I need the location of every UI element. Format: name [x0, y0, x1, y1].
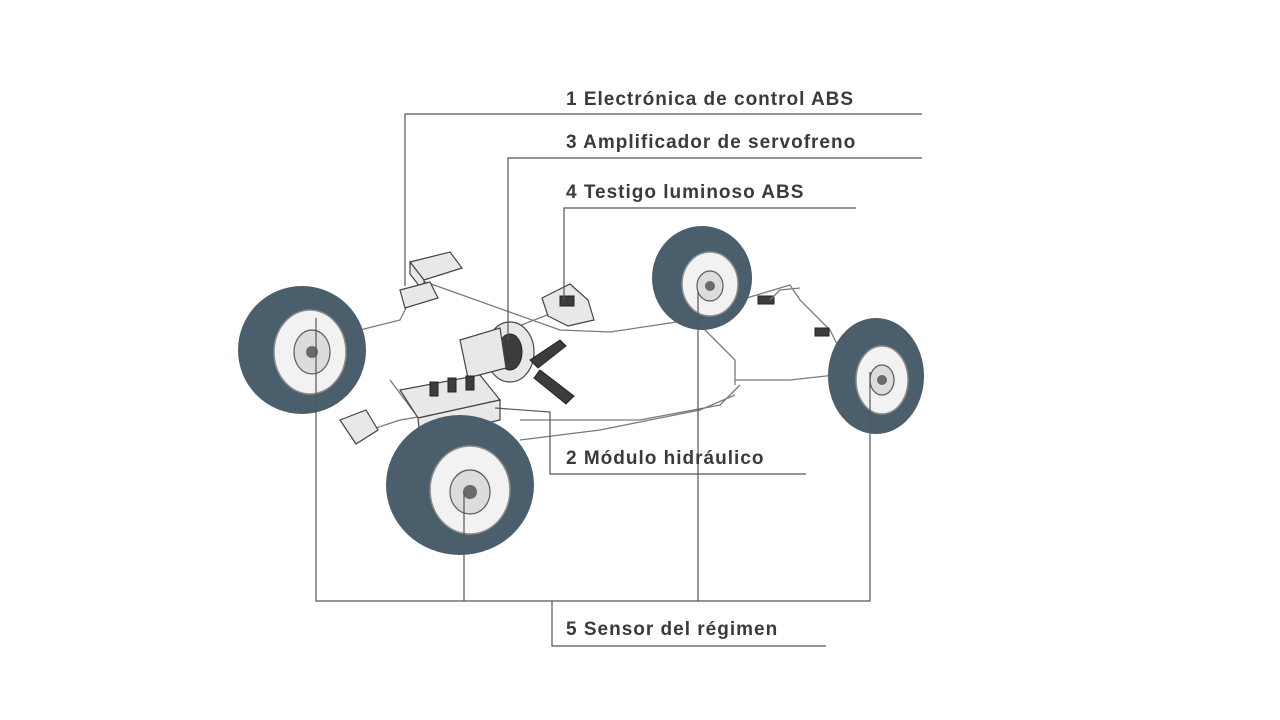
leader-modulo [494, 407, 806, 475]
wheel-rear-right [828, 318, 924, 434]
abs-warning-lamp [541, 283, 595, 327]
leader-testigo [563, 207, 856, 300]
label-modulo: 2 Módulo hidráulico [566, 448, 765, 469]
wheel-front-left [238, 286, 366, 414]
rear-components [757, 287, 830, 337]
label-testigo: 4 Testigo luminoso ABS [566, 182, 805, 203]
leader-sensor [551, 601, 826, 647]
label-amplificador: 3 Amplificador de servofreno [566, 132, 857, 153]
wheel-rear-left [652, 226, 752, 330]
wheel-front-right [386, 415, 534, 555]
leader-electronica [404, 113, 922, 286]
leader-amplificador [507, 157, 922, 340]
leader-lines [315, 113, 922, 647]
abs-control-unit [399, 251, 463, 309]
label-sensor: 5 Sensor del régimen [566, 619, 779, 640]
brake-booster [459, 321, 575, 405]
leader-sensor-bus [315, 318, 871, 602]
label-electronica: 1 Electrónica de control ABS [566, 89, 855, 110]
